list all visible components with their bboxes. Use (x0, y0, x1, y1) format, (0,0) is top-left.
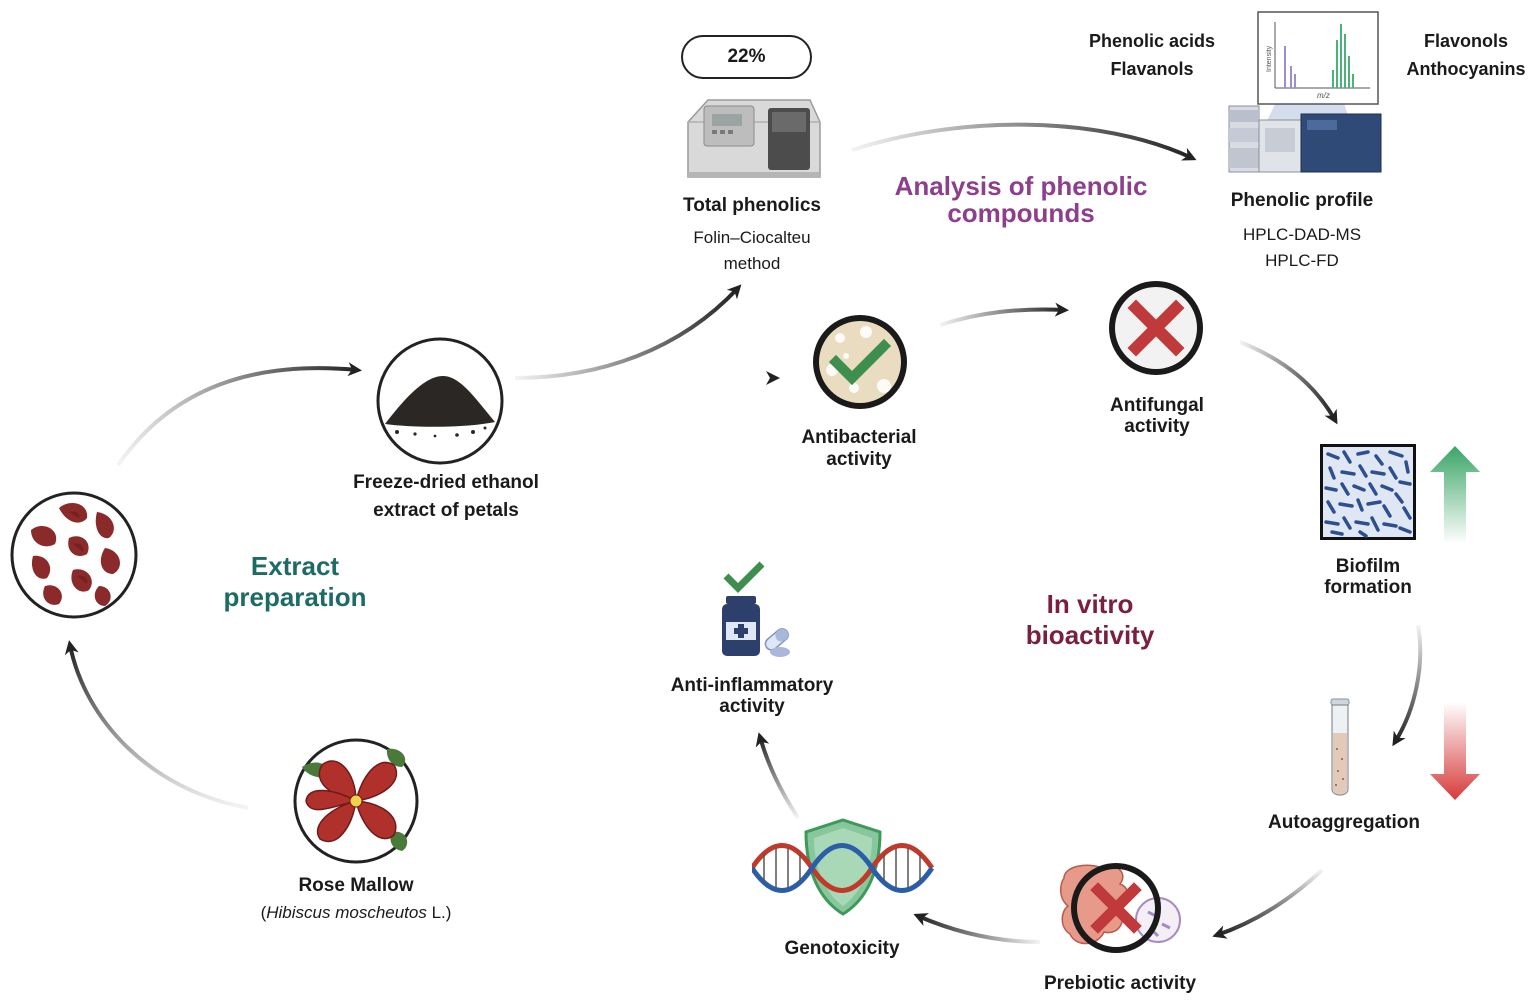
latin-open: ( (260, 903, 267, 922)
rose-mallow-title: Rose Mallow (298, 875, 414, 896)
intestine-cross-icon (1060, 863, 1181, 953)
bioactivity-section-title-line1: In vitro (1046, 589, 1134, 619)
anti-inflammatory-label-line2: activity (719, 696, 785, 717)
arrow-flower-to-petals (64, 640, 249, 810)
petri-dish-check-icon (813, 315, 907, 409)
biofilm-label-line1: Biofilm (1335, 556, 1401, 577)
compounds-right-2: Anthocyanins (1406, 59, 1526, 79)
extract-label-line1: Freeze-dried ethanol (353, 472, 539, 493)
biofilm-label-line2: formation (1324, 577, 1412, 598)
rose-mallow-latin-name: (Hibiscus moscheutos L.) (226, 900, 486, 926)
arrow-antifungal-to-biofilm (1239, 340, 1338, 425)
arrow-extract-to-phenolics (514, 284, 742, 380)
dna-shield-icon (752, 818, 934, 916)
medicine-check-icon (722, 561, 790, 657)
latin-close: L.) (426, 903, 452, 922)
biofilm-icon (1320, 444, 1416, 540)
analysis-section-title-line1: Analysis of phenolic (894, 171, 1148, 201)
extract-section-title-line1: Extract (250, 551, 340, 581)
total-phenolics-method-line1: Folin–Ciocalteu (693, 228, 811, 247)
prebiotic-label: Prebiotic activity (1043, 973, 1197, 994)
antifungal-label-line1: Antifungal (1110, 395, 1204, 416)
bioactivity-section-title-line2: bioactivity (1025, 620, 1155, 650)
test-tube-icon (1330, 698, 1350, 796)
extract-section-title-line2: preparation (223, 582, 367, 612)
compounds-left-1: Phenolic acids (1088, 31, 1216, 51)
cross-circle-icon (1109, 281, 1203, 375)
anti-inflammatory-label-line1: Anti-inflammatory (670, 675, 834, 696)
autoaggregation-label: Autoaggregation (1268, 812, 1420, 833)
arrow-prebiotic-to-genotoxicity (913, 913, 1041, 944)
phenolic-profile-method-line2: HPLC-FD (1265, 251, 1339, 270)
chromatogram-ylabel: Intensity (1266, 45, 1273, 72)
arrow-autoaggregation-to-prebiotic (1212, 868, 1324, 939)
petals-icon (10, 491, 138, 619)
extract-label-line2: extract of petals (373, 500, 519, 521)
antibacterial-label-line1: Antibacterial (801, 427, 917, 448)
latin-binomial: Hibiscus moscheutos (266, 903, 427, 922)
antifungal-label-line2: activity (1124, 416, 1190, 437)
powder-pile-icon (376, 337, 504, 465)
arrow-petals-to-extract (116, 362, 362, 467)
increase-arrow-icon (1430, 446, 1480, 544)
antibacterial-label-line2: activity (826, 449, 892, 470)
genotoxicity-label: Genotoxicity (784, 938, 900, 959)
total-phenolics-value: 22% (681, 35, 812, 79)
hibiscus-flower-icon (293, 738, 419, 864)
analysis-section-title-line2: compounds (947, 198, 1095, 228)
compounds-left-2: Flavanols (1110, 59, 1194, 79)
chromatogram-xlabel: m/z (1317, 91, 1330, 100)
hplc-instrument-icon: Intensity m/z (1228, 11, 1382, 173)
arrow-antibacterial-to-antifungal (939, 302, 1069, 327)
compounds-right-1: Flavonols (1423, 31, 1508, 51)
phenolic-profile-method-line1: HPLC-DAD-MS (1242, 225, 1362, 244)
phenolic-profile-title: Phenolic profile (1230, 190, 1374, 211)
decrease-arrow-icon (1430, 702, 1480, 800)
arrow-genotoxicity-to-antiinflammatory (755, 732, 800, 820)
arrow-phenolics-to-profile (851, 122, 1197, 161)
arrow-biofilm-to-autoaggregation (1392, 624, 1423, 747)
total-phenolics-title: Total phenolics (683, 195, 821, 216)
spectrophotometer-icon (687, 99, 821, 178)
total-phenolics-method-line2: method (723, 254, 781, 273)
